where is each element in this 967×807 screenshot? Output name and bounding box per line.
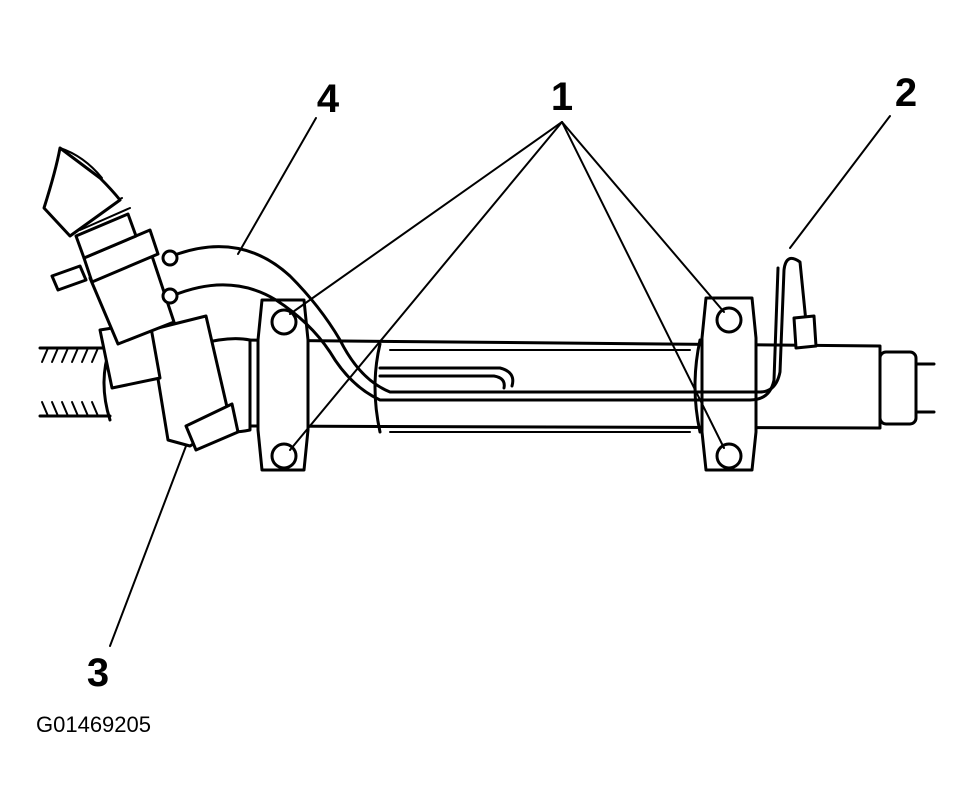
rack-housing xyxy=(238,338,882,434)
figure-id: G01469205 xyxy=(36,712,151,737)
callout-3: 3 xyxy=(87,651,109,695)
input-shaft xyxy=(42,146,176,346)
pipe-fitting xyxy=(792,314,818,350)
leader-lines xyxy=(109,115,891,647)
callout-1: 1 xyxy=(551,75,573,119)
left-mount-bracket xyxy=(256,298,310,472)
left-tie-rod xyxy=(38,346,112,422)
right-end-cap xyxy=(878,350,936,426)
callout-2: 2 xyxy=(895,71,917,115)
callout-4: 4 xyxy=(317,77,340,121)
fluid-lines xyxy=(161,245,808,402)
valve-body xyxy=(98,314,252,452)
right-mount-bracket xyxy=(700,296,758,472)
